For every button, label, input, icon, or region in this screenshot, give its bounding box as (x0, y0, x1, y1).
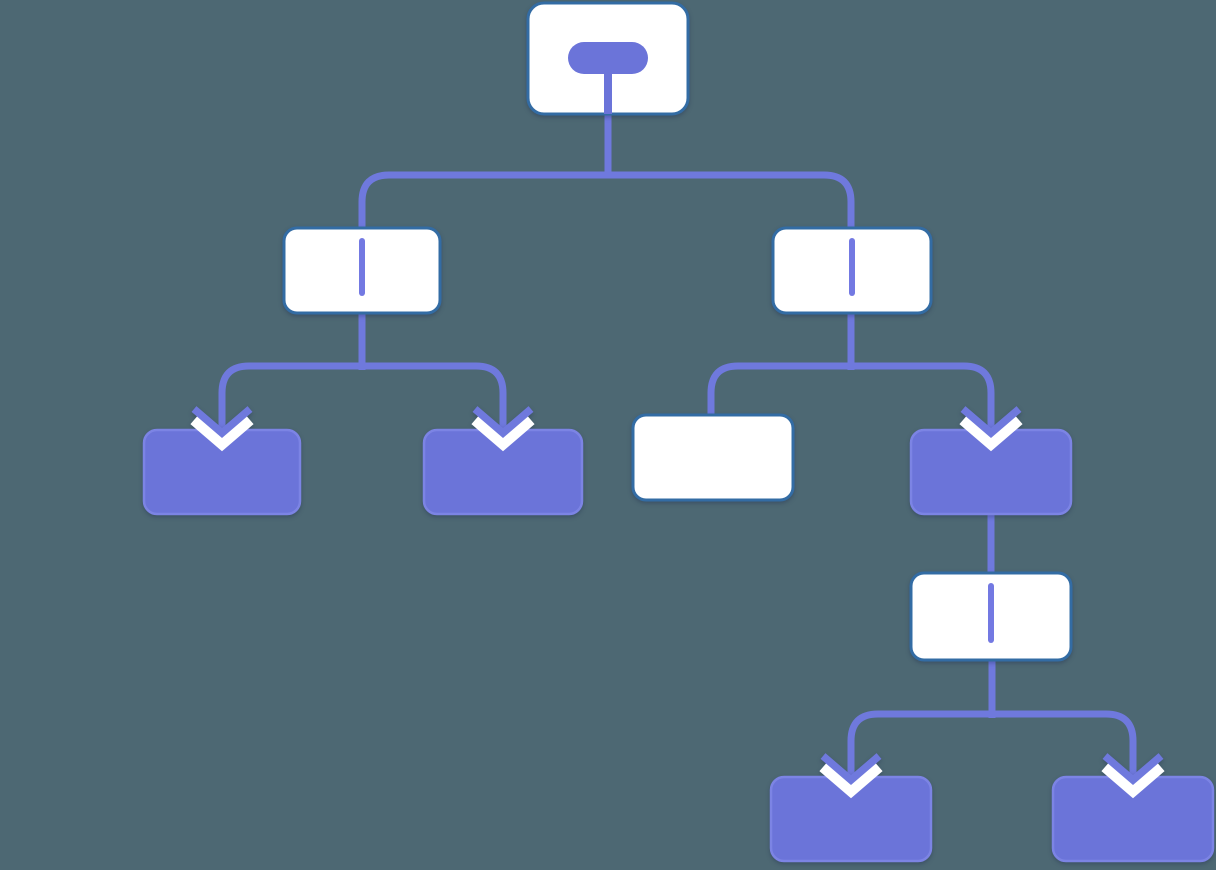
node-branch-bottom (909, 571, 1073, 662)
edge-root (358, 111, 855, 229)
node-leaf-3 (769, 753, 933, 863)
chevron-down-white-icon (819, 762, 883, 799)
node-leaf-1 (142, 406, 302, 516)
pill-icon (568, 42, 648, 74)
pill-stem (604, 63, 612, 114)
chevron-down-purple-icon (820, 753, 882, 785)
node-mid-action (909, 406, 1073, 516)
edge-branch-left (218, 310, 507, 436)
node-root (526, 1, 690, 116)
white-box-plain (631, 413, 795, 502)
node-plain (631, 413, 795, 502)
cursor-bar-icon (849, 238, 855, 296)
chevron-down-purple-icon (191, 406, 253, 438)
chevron-down-white-icon (471, 415, 535, 452)
cursor-bar-icon (988, 583, 994, 643)
chevron-down-white-icon (190, 415, 254, 452)
node-leaf-2 (422, 406, 584, 516)
chevron-down-purple-icon (1102, 753, 1164, 785)
chevron-down-purple-icon (472, 406, 534, 438)
node-leaf-4 (1051, 753, 1215, 863)
connector-lines (218, 111, 1137, 783)
node-branch-left (282, 226, 442, 315)
chevron-down-purple-icon (960, 406, 1022, 438)
chevron-down-white-icon (959, 415, 1023, 452)
cursor-bar-icon (359, 238, 365, 296)
edge-branch-bottom (847, 657, 1137, 783)
chevron-down-white-icon (1101, 762, 1165, 799)
node-branch-right (771, 226, 933, 315)
edge-branch-right (707, 310, 995, 436)
